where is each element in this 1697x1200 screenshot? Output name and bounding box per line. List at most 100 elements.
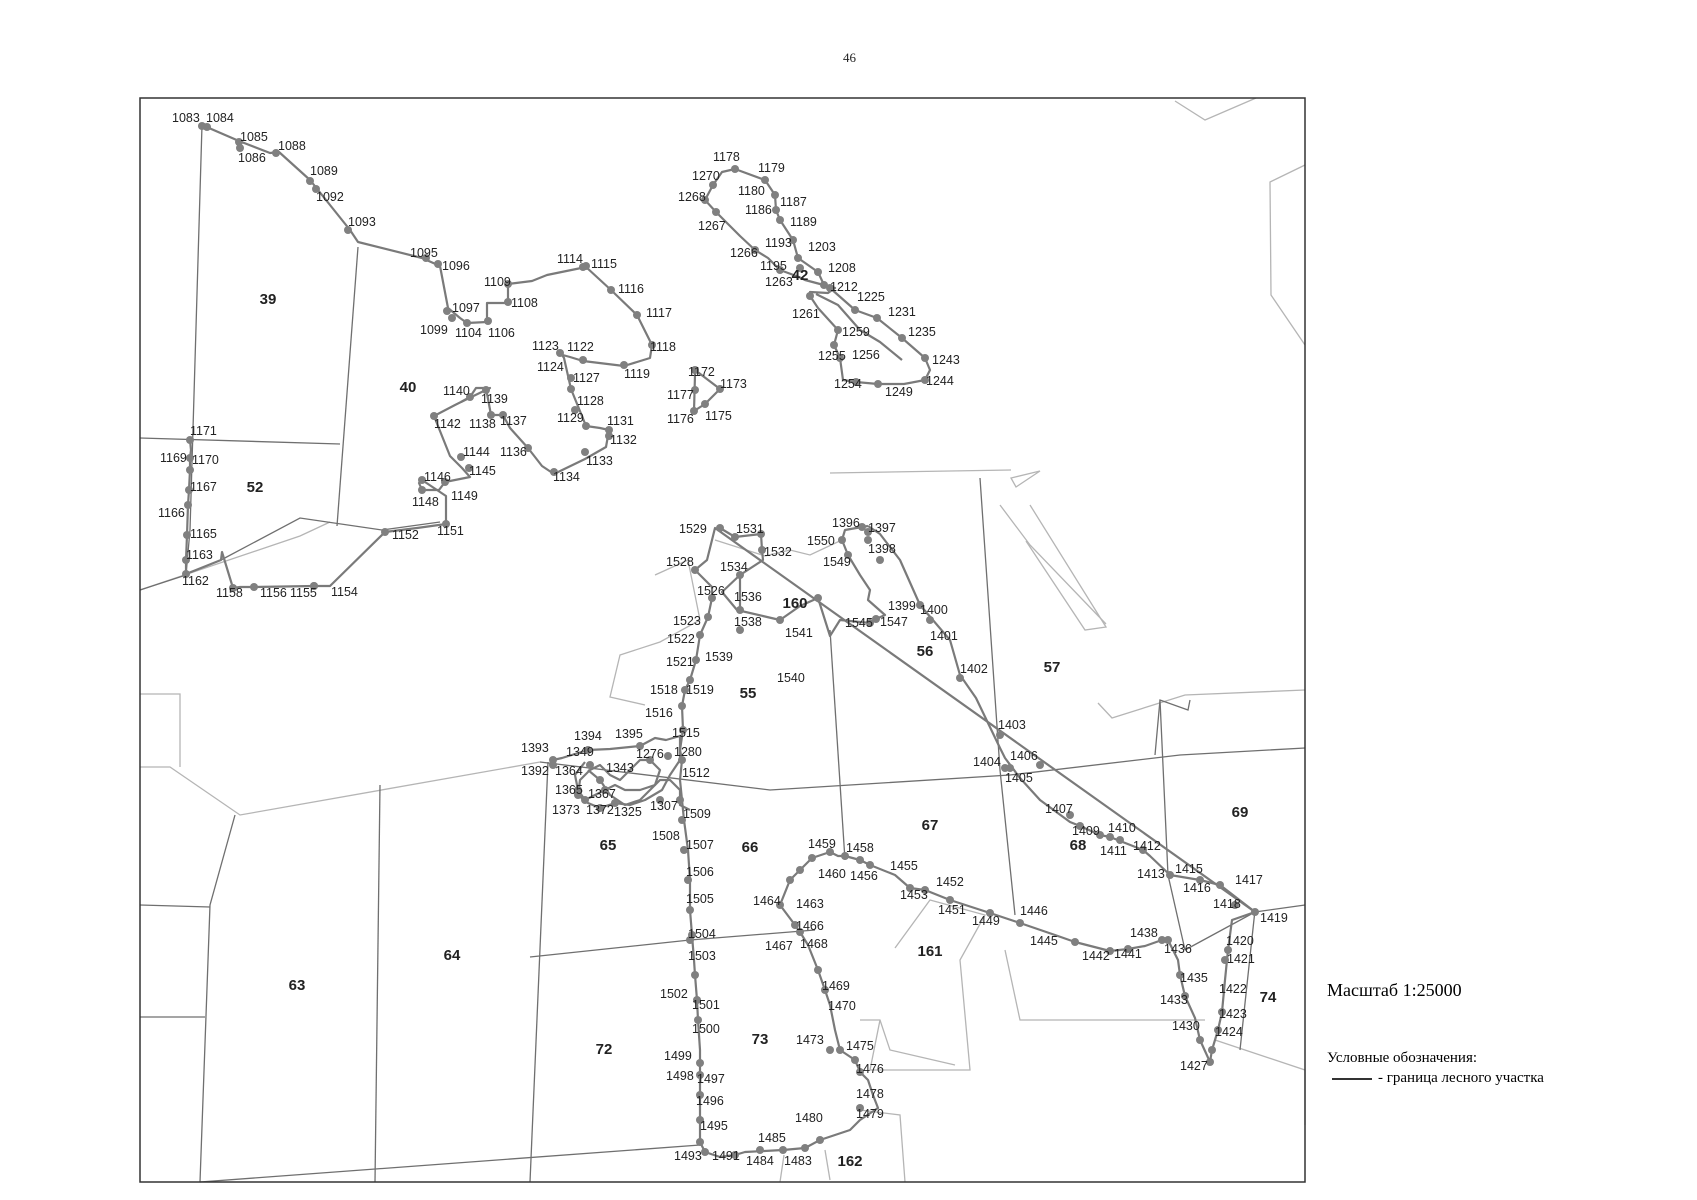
- vertex-label-1499: 1499: [664, 1049, 692, 1063]
- vertex-point-1541: [814, 594, 822, 602]
- vertex-point-1255: [836, 354, 844, 362]
- vertex-point-1263: [776, 266, 784, 274]
- vertex-label-1451: 1451: [938, 903, 966, 917]
- vertex-point-1464: [786, 876, 794, 884]
- vertex-label-1118: 1118: [650, 340, 676, 354]
- vertex-label-1397: 1397: [868, 521, 896, 535]
- vertex-point-1086: [236, 144, 244, 152]
- vertex-point-1534: [758, 546, 766, 554]
- vertex-point-1512: [678, 756, 686, 764]
- vertex-label-1140: 1140: [443, 384, 470, 398]
- vertex-label-1463: 1463: [796, 897, 824, 911]
- quarter-label-63: 63: [289, 977, 306, 994]
- vertex-label-1436: 1436: [1164, 942, 1192, 956]
- vertex-label-1550: 1550: [807, 534, 835, 548]
- vertex-label-1456: 1456: [850, 869, 878, 883]
- legend-boundary-row: - граница лесного участка: [1332, 1070, 1544, 1087]
- route-central-knot: [552, 734, 682, 810]
- vertex-point-1456: [856, 856, 864, 864]
- vertex-label-1132: 1132: [610, 433, 637, 447]
- vertex-label-1177: 1177: [667, 388, 694, 402]
- vertex-label-1116: 1116: [618, 282, 644, 296]
- vertex-point-1396: [858, 523, 866, 531]
- vertex-point-1455: [866, 861, 874, 869]
- vertex-label-1529: 1529: [679, 522, 707, 536]
- vertex-label-1410: 1410: [1108, 821, 1136, 835]
- page-number: 46: [843, 50, 856, 65]
- vertex-point-1403: [996, 731, 1004, 739]
- vertex-point-1521: [692, 656, 700, 664]
- route-central-east: [867, 525, 1256, 913]
- vertex-point-1088: [272, 149, 280, 157]
- vertex-point-1445: [1071, 938, 1079, 946]
- vertex-label-1549: 1549: [823, 555, 851, 569]
- vertex-label-1469: 1469: [822, 979, 850, 993]
- vertex-label-1413: 1413: [1137, 867, 1165, 881]
- vertex-label-1419: 1419: [1260, 911, 1288, 925]
- vertex-point-1516: [678, 702, 686, 710]
- vertex-label-1325: 1325: [614, 805, 642, 819]
- vertex-label-1506: 1506: [686, 865, 714, 879]
- vertex-point-1343: [596, 776, 604, 784]
- vertex-label-1536: 1536: [734, 590, 762, 604]
- vertex-label-1092: 1092: [316, 190, 344, 204]
- vertex-point-1427: [1206, 1058, 1214, 1066]
- vertex-point-1397: [864, 528, 872, 536]
- vertex-point-1449: [986, 909, 994, 917]
- vertex-point-1117: [633, 311, 641, 319]
- vertex-point-1493: [701, 1148, 709, 1156]
- vertex-label-1541: 1541: [785, 626, 813, 640]
- vertex-label-1270: 1270: [692, 169, 720, 183]
- vertex-label-1540: 1540: [777, 671, 805, 685]
- vertex-label-1495: 1495: [700, 1119, 728, 1133]
- vertex-label-1400: 1400: [920, 603, 948, 617]
- vertex-label-1089: 1089: [310, 164, 338, 178]
- vertex-label-1364: 1364: [555, 764, 583, 778]
- vertex-label-1519: 1519: [686, 683, 714, 697]
- vertex-point-1089: [306, 177, 314, 185]
- vertex-label-1473: 1473: [796, 1033, 824, 1047]
- vertex-point-1398: [864, 536, 872, 544]
- vertex-label-1433: 1433: [1160, 993, 1188, 1007]
- quarter-grid-lines: [139, 124, 1306, 1183]
- vertex-label-1266: 1266: [730, 246, 758, 260]
- vertex-label-1169: 1169: [160, 451, 187, 465]
- quarter-label-67: 67: [922, 817, 939, 834]
- vertex-label-1175: 1175: [705, 409, 732, 423]
- vertex-label-1526: 1526: [697, 584, 725, 598]
- vertex-label-1427: 1427: [1180, 1059, 1208, 1073]
- vertex-label-1491: 1491: [712, 1149, 740, 1163]
- vertex-point-1415: [1166, 871, 1174, 879]
- vertex-point-1158: [229, 584, 237, 592]
- vertex-point-1452: [921, 886, 929, 894]
- quarter-label-52: 52: [247, 479, 264, 496]
- vertex-point-1170: [186, 454, 194, 462]
- vertex-label-1256: 1256: [852, 348, 880, 362]
- vertex-point-1418: [1231, 901, 1239, 909]
- vertex-label-1493: 1493: [674, 1149, 702, 1163]
- quarter-label-66: 66: [742, 839, 759, 856]
- vertex-label-1212: 1212: [830, 280, 858, 294]
- vertex-label-1539: 1539: [705, 650, 733, 664]
- vertex-point-1501: [693, 996, 701, 1004]
- vertex-label-1119: 1119: [624, 367, 650, 381]
- vertex-label-1176: 1176: [667, 412, 694, 426]
- vertex-point-1167: [185, 486, 193, 494]
- route-central-south-east: [678, 526, 1257, 1159]
- vertex-point-1423: [1214, 1026, 1222, 1034]
- vertex-label-1178: 1178: [713, 150, 740, 164]
- vertex-point-1259: [830, 341, 838, 349]
- vertex-label-1142: 1142: [434, 417, 461, 431]
- vertex-label-1404: 1404: [973, 755, 1001, 769]
- vertex-point-1118: [648, 341, 656, 349]
- vertex-label-1528: 1528: [666, 555, 694, 569]
- vertex-point-1149: [441, 478, 449, 486]
- vertex-label-1518: 1518: [650, 683, 678, 697]
- vertex-point-1097: [443, 307, 451, 315]
- vertex-label-1372: 1372: [586, 803, 614, 817]
- vertex-label-1409: 1409: [1072, 824, 1100, 838]
- vertex-point-1453: [906, 884, 914, 892]
- vertex-label-1458: 1458: [846, 841, 874, 855]
